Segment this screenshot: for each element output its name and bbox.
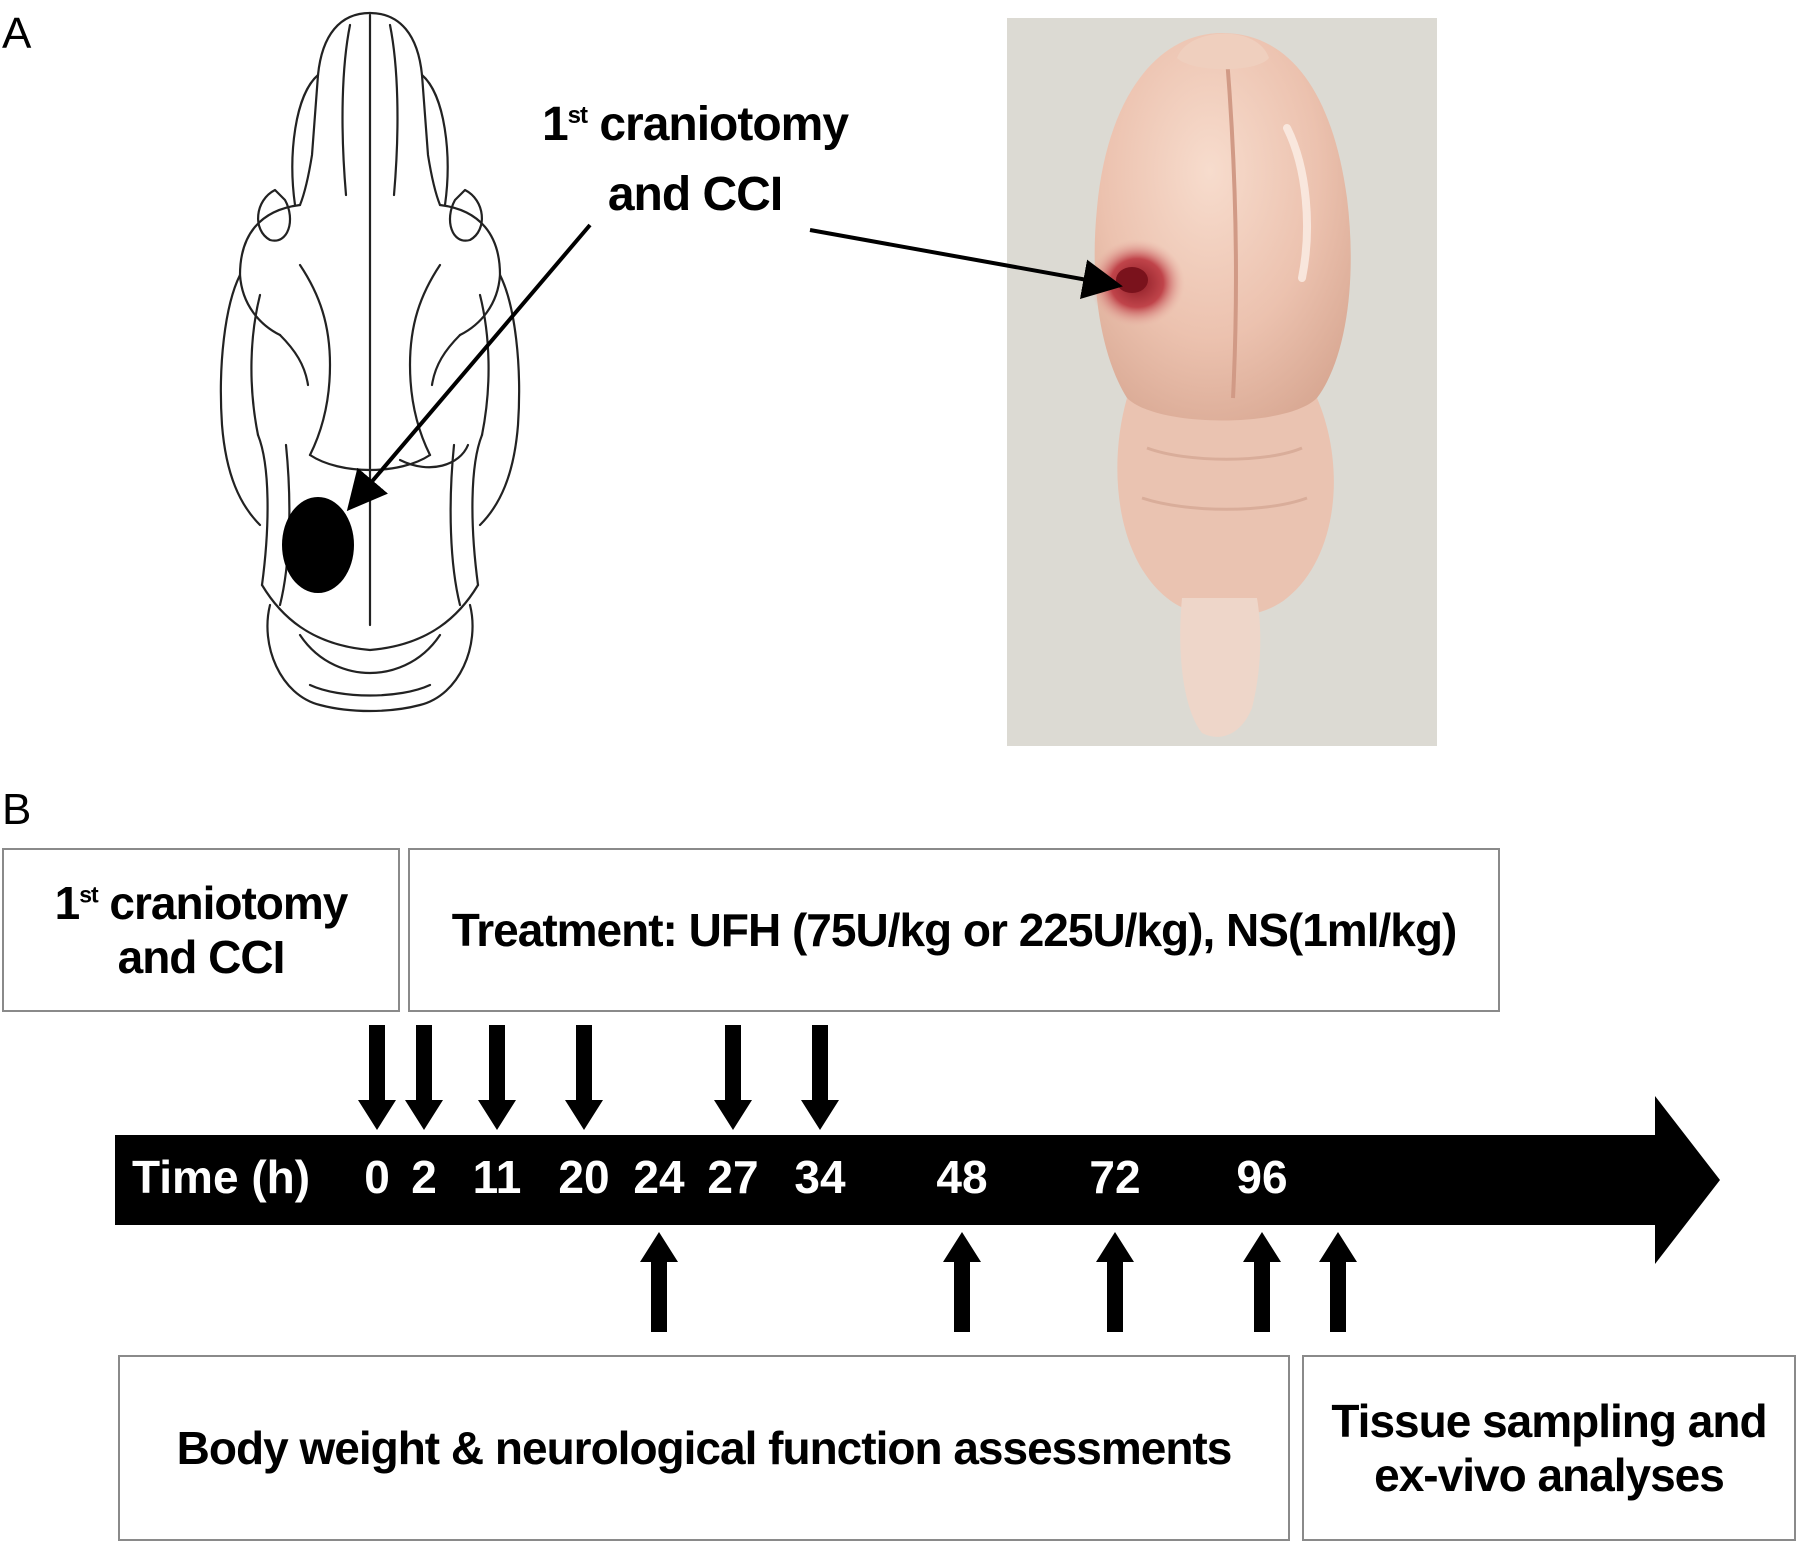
brain-photo xyxy=(1007,18,1437,746)
treatment-arrow xyxy=(405,1025,443,1130)
sampling-arrow xyxy=(1319,1232,1357,1332)
craniotomy-site xyxy=(282,497,354,593)
skull-diagram xyxy=(219,11,521,713)
treatment-arrow xyxy=(565,1025,603,1130)
assessment-arrow xyxy=(1243,1232,1281,1332)
timeline-arrow xyxy=(115,1096,1720,1264)
panel-a-label: A xyxy=(2,9,32,58)
callout-arrows xyxy=(346,223,1123,512)
treatment-arrow xyxy=(714,1025,752,1130)
tick-label: 72 xyxy=(1089,1151,1141,1203)
arrow-to-skull xyxy=(346,223,592,512)
brain-illustration xyxy=(1089,33,1351,737)
sampling-box: Tissue sampling and ex-vivo analyses xyxy=(1302,1355,1796,1541)
timeline xyxy=(115,1025,1720,1332)
tick-label: 27 xyxy=(707,1151,759,1203)
time-axis-label: Time (h) xyxy=(132,1151,311,1203)
tick-label: 11 xyxy=(472,1151,522,1203)
tick-label: 0 xyxy=(364,1151,390,1203)
assessment-arrow xyxy=(943,1232,981,1332)
tick-label: 48 xyxy=(936,1151,988,1203)
tick-label: 24 xyxy=(633,1151,685,1203)
tick-label: 2 xyxy=(411,1151,437,1203)
tick-label: 20 xyxy=(558,1151,610,1203)
callout-label: 1st craniotomy and CCI xyxy=(541,98,849,221)
panel-b-label: B xyxy=(2,785,32,834)
assessment-arrow xyxy=(640,1232,678,1332)
injury-box: 1st craniotomy and CCI xyxy=(2,848,400,1012)
assessment-arrow xyxy=(1096,1232,1134,1332)
treatment-arrow xyxy=(358,1025,396,1130)
treatment-box: Treatment: UFH (75U/kg or 225U/kg), NS(1… xyxy=(408,848,1500,1012)
treatment-arrow xyxy=(478,1025,516,1130)
tick-label: 96 xyxy=(1236,1151,1288,1203)
assessment-box: Body weight & neurological function asse… xyxy=(118,1355,1290,1541)
treatment-arrow xyxy=(801,1025,839,1130)
tick-label: 34 xyxy=(794,1151,846,1203)
arrow-to-brain xyxy=(809,228,1123,300)
